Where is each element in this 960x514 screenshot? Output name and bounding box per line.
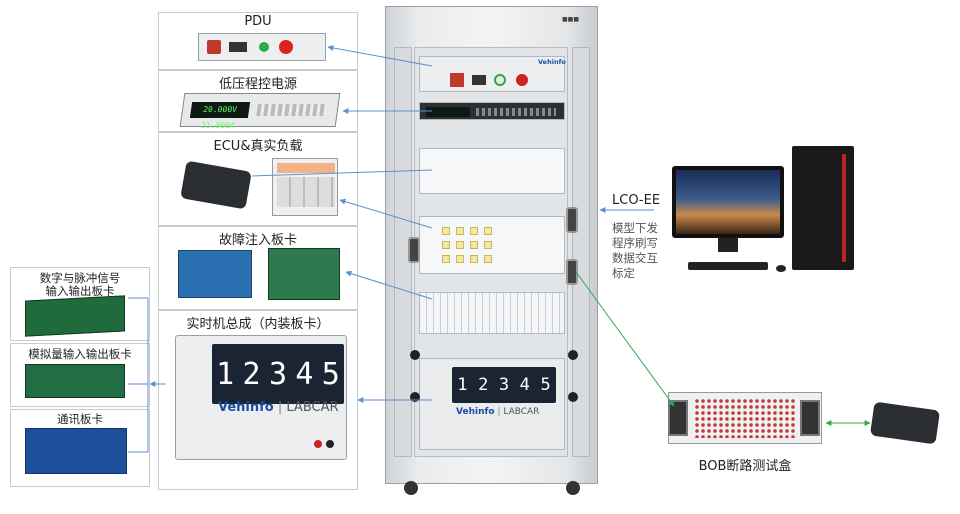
rack-handle-left: [408, 237, 420, 263]
bob-pin-grid: [694, 398, 796, 438]
pdu-device-image: [198, 33, 326, 61]
rack-power-slot: [419, 102, 565, 120]
power-label: 低压程控电源: [218, 77, 297, 92]
lco-desc-1: 模型下发: [612, 221, 658, 235]
lco-desc-3: 数据交互: [612, 251, 658, 265]
lco-desc-4: 标定: [612, 266, 635, 280]
relay-load-image: [272, 158, 338, 216]
rack-pdu-slot: Vehinfo: [419, 56, 566, 92]
analog-card-label: 模拟量输入输出板卡: [28, 347, 132, 361]
rack-labcar-slot: 1 2 3 4 5 Vehinfo | LABCAR: [419, 358, 565, 450]
digit-3: 3: [268, 356, 287, 392]
lcoee-label: LCO-EE: [612, 193, 661, 208]
digit-2: 2: [242, 356, 261, 392]
lco-desc-2: 程序刷写: [612, 236, 658, 250]
labcar-chassis-image: 1 2 3 4 5 Vehinfo | LABCAR: [175, 335, 347, 460]
digit-1: 1: [216, 356, 235, 392]
rack-inner: Vehinfo 1 2 3 4 5: [414, 47, 568, 457]
digital-card-label-2: 输入输出板卡: [45, 284, 115, 298]
rack-top-badge: ■■■: [562, 16, 580, 23]
rack-card-cage: [419, 292, 565, 334]
rack-digit-2: 2: [478, 375, 489, 395]
rack-digit-3: 3: [498, 375, 510, 395]
rack-handle-right-2: [566, 259, 578, 285]
labcar-display: 1 2 3 4 5: [212, 344, 344, 404]
rack-labcar-display: 1 2 3 4 5: [452, 367, 556, 403]
ecu-right-image: [869, 401, 941, 445]
ecu-label: ECU&真实负载: [213, 139, 303, 154]
fault-label: 故障注入板卡: [218, 233, 297, 248]
comm-card-image: [25, 428, 127, 474]
computer-tower: [792, 146, 854, 270]
rack-labcar-brand: Vehinfo | LABCAR: [456, 407, 540, 417]
fault-board-image-1: [178, 250, 252, 298]
labcar-brand: Vehinfo | LABCAR: [218, 400, 339, 415]
rack-brand: Vehinfo: [538, 58, 566, 66]
fault-board-image-2: [268, 248, 340, 300]
digital-card-image: [25, 295, 125, 337]
rt-label: 实时机总成（内装板卡）: [186, 317, 330, 332]
comm-card-label: 通讯板卡: [57, 412, 103, 426]
computer-monitor: [672, 166, 784, 238]
bob-label: BOB断路测试盒: [698, 459, 792, 474]
rack-ecu-slot: [419, 148, 565, 194]
digital-card-label-1: 数字与脉冲信号: [39, 271, 121, 285]
rack-fault-slot: [419, 216, 565, 274]
rack-labcar-product: LABCAR: [503, 407, 540, 417]
analog-card-image: [25, 364, 125, 398]
pdu-label: PDU: [244, 14, 272, 29]
rack-digit-5: 5: [540, 375, 551, 395]
power-supply-image: 20.000V 21.000A: [179, 93, 341, 130]
digit-5: 5: [321, 356, 340, 392]
rack-handle-right-1: [566, 207, 578, 233]
rack-digit-1: 1: [457, 375, 468, 395]
mouse: [776, 265, 786, 272]
bob-connector-right: [800, 400, 820, 436]
keyboard: [688, 262, 768, 270]
rack-cabinet: ■■■ Vehinfo 1 2: [385, 6, 598, 495]
bob-connector-left: [668, 400, 688, 436]
rack-digit-4: 4: [519, 375, 530, 395]
labcar-product: LABCAR: [286, 400, 339, 415]
digit-4: 4: [295, 356, 314, 392]
